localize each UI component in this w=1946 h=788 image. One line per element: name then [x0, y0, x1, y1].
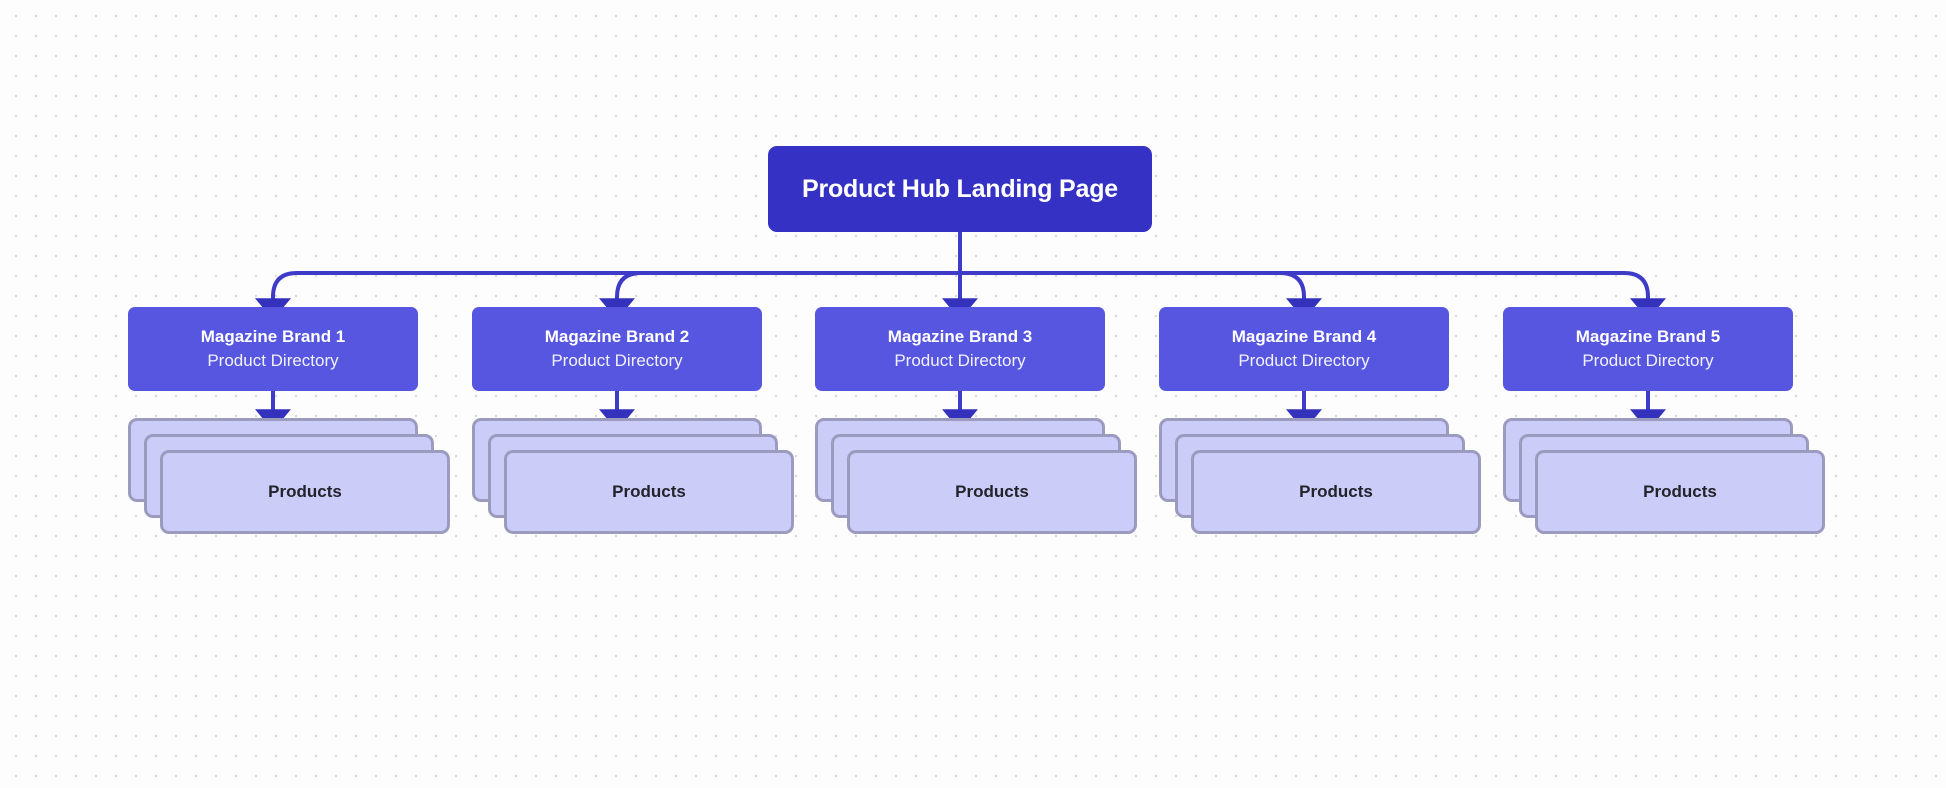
brand-node-subtitle: Product Directory [1238, 351, 1370, 370]
brand-node-subtitle: Product Directory [1582, 351, 1714, 370]
brand-node-title: Magazine Brand 4 [1231, 327, 1377, 346]
products-card-front[interactable]: Products [1191, 450, 1481, 534]
products-card-label: Products [612, 482, 686, 501]
products-stack-brand-1[interactable]: Products [128, 418, 452, 534]
products-stack-brand-3[interactable]: Products [815, 418, 1139, 534]
products-card-front[interactable]: Products [847, 450, 1137, 534]
products-stack-brand-2[interactable]: Products [472, 418, 796, 534]
brand-node-subtitle: Product Directory [551, 351, 683, 370]
products-card-label: Products [1299, 482, 1373, 501]
node-root-product-hub[interactable]: Product Hub Landing Page [768, 146, 1152, 232]
products-card-label: Products [1643, 482, 1717, 501]
root-node-label: Product Hub Landing Page [801, 174, 1119, 203]
connector-bus-right-inner [960, 271, 1322, 320]
connector-bus-left-inner [599, 271, 960, 320]
connector-bus-left [255, 271, 960, 320]
products-card-label: Products [955, 482, 1029, 501]
products-card-front[interactable]: Products [1535, 450, 1825, 534]
brand-node-title: Magazine Brand 1 [200, 327, 346, 346]
connector-bus-right [960, 271, 1666, 320]
node-magazine-brand-4[interactable]: Magazine Brand 4 Product Directory [1159, 307, 1449, 391]
node-magazine-brand-2[interactable]: Magazine Brand 2 Product Directory [472, 307, 762, 391]
brand-node-title: Magazine Brand 2 [544, 327, 690, 346]
products-card-front[interactable]: Products [160, 450, 450, 534]
brand-node-subtitle: Product Directory [207, 351, 339, 370]
products-card-front[interactable]: Products [504, 450, 794, 534]
brand-node-subtitle: Product Directory [894, 351, 1026, 370]
brand-node-title: Magazine Brand 3 [887, 327, 1033, 346]
node-magazine-brand-3[interactable]: Magazine Brand 3 Product Directory [815, 307, 1105, 391]
brand-node-title: Magazine Brand 5 [1575, 327, 1721, 346]
node-magazine-brand-1[interactable]: Magazine Brand 1 Product Directory [128, 307, 418, 391]
products-stack-brand-4[interactable]: Products [1159, 418, 1483, 534]
products-card-label: Products [268, 482, 342, 501]
products-stack-brand-5[interactable]: Products [1503, 418, 1827, 534]
node-magazine-brand-5[interactable]: Magazine Brand 5 Product Directory [1503, 307, 1793, 391]
